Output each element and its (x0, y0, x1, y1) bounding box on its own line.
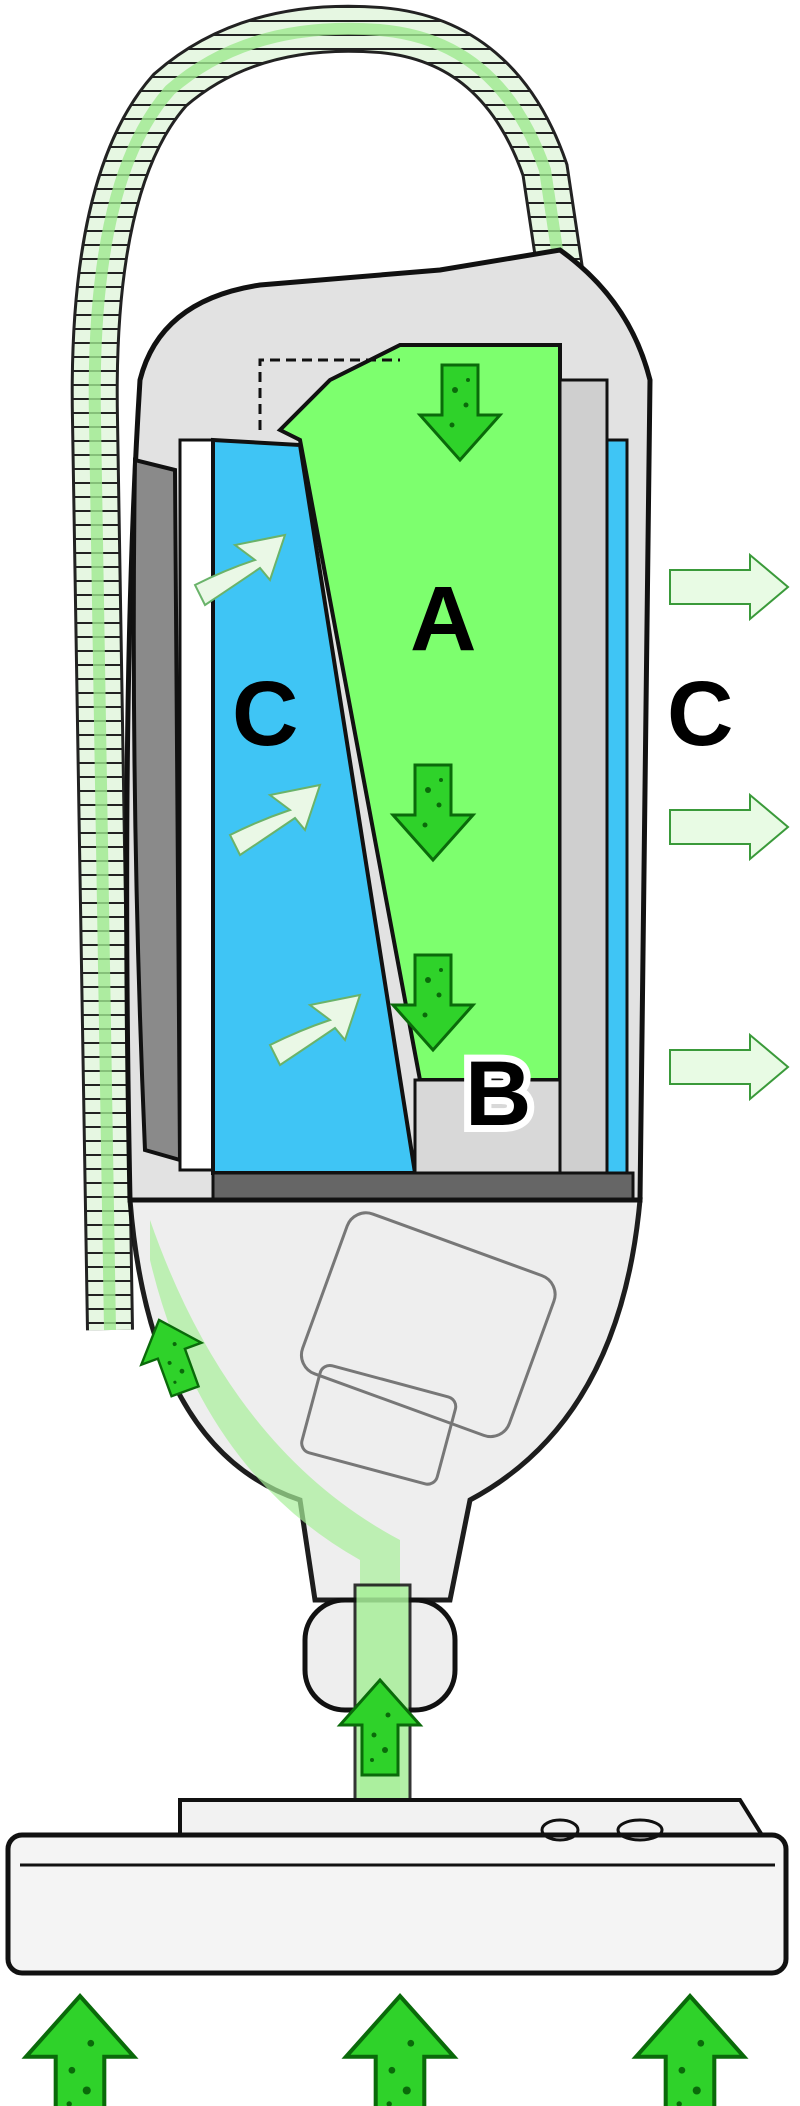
intake-arrow-up (26, 1996, 134, 2106)
exhaust-arrow-right (669, 554, 789, 620)
handle-grip (131, 457, 183, 1163)
exhaust-arrow-right (669, 794, 789, 860)
intake-arrow-up (346, 1996, 454, 2106)
label-a: A (410, 568, 476, 670)
chamber-c-right (605, 438, 629, 1175)
chamber-floor (211, 1171, 635, 1202)
label-b: B (465, 1043, 531, 1145)
label-c-left: C (232, 663, 298, 765)
intake-arrow-up (636, 1996, 744, 2106)
label-c-right: C (667, 663, 733, 765)
exhaust-arrow-right (669, 1034, 789, 1100)
